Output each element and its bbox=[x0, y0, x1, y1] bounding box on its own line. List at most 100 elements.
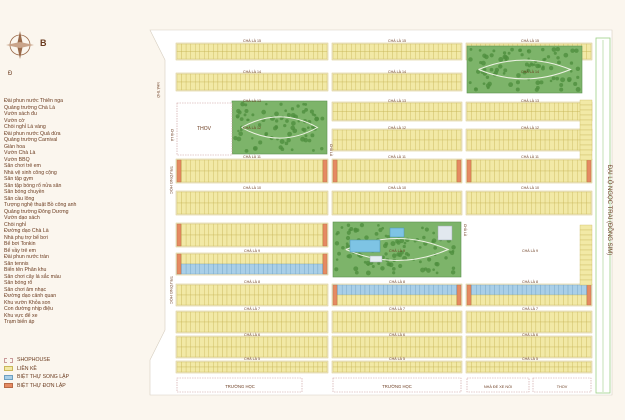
lot bbox=[429, 112, 434, 121]
lot bbox=[313, 82, 318, 90]
lot bbox=[411, 112, 416, 121]
lot bbox=[411, 130, 416, 140]
lot bbox=[495, 285, 500, 295]
lot bbox=[309, 347, 314, 357]
lot bbox=[213, 347, 218, 357]
tree bbox=[435, 262, 440, 267]
lot bbox=[191, 44, 196, 52]
lot bbox=[545, 103, 550, 112]
lot bbox=[241, 160, 246, 171]
lot bbox=[472, 322, 477, 332]
lot bbox=[309, 337, 314, 347]
lot bbox=[370, 140, 375, 150]
street-label: CHÀ LÀ 15 bbox=[388, 39, 406, 43]
lot bbox=[522, 103, 527, 112]
lot bbox=[365, 192, 370, 203]
lot bbox=[411, 295, 416, 305]
lot bbox=[304, 171, 309, 182]
lot bbox=[313, 312, 318, 322]
lot bbox=[545, 322, 550, 332]
lot bbox=[374, 82, 379, 90]
lot bbox=[476, 367, 481, 372]
lot bbox=[370, 322, 375, 332]
main-avenue-label: ĐẠI LỘ NGỌC TRAI (ĐỒNG SIM) bbox=[606, 165, 613, 256]
lot bbox=[550, 285, 555, 295]
lot bbox=[568, 295, 573, 305]
lot bbox=[388, 347, 393, 357]
lot bbox=[536, 367, 541, 372]
lot bbox=[531, 322, 536, 332]
lot bbox=[304, 235, 309, 246]
lot bbox=[434, 160, 439, 171]
lot bbox=[568, 130, 573, 140]
lot bbox=[222, 160, 227, 171]
lot bbox=[259, 337, 264, 347]
lot bbox=[342, 44, 347, 52]
legend-key-row: SHOPHOUSE bbox=[4, 356, 69, 365]
lot bbox=[456, 82, 461, 90]
lot bbox=[360, 140, 365, 150]
lot bbox=[365, 337, 370, 347]
lot bbox=[347, 171, 352, 182]
lot bbox=[263, 171, 268, 182]
lot bbox=[209, 224, 214, 235]
lot bbox=[472, 140, 477, 150]
lot bbox=[522, 362, 527, 367]
lot bbox=[259, 254, 264, 264]
lot bbox=[415, 192, 420, 203]
lot bbox=[347, 130, 352, 140]
lot bbox=[195, 264, 200, 274]
lot bbox=[545, 171, 550, 182]
lot bbox=[186, 254, 191, 264]
lot bbox=[467, 203, 472, 214]
lot bbox=[351, 362, 356, 367]
lot bbox=[577, 285, 582, 295]
lot bbox=[508, 312, 513, 322]
lot bbox=[424, 82, 429, 90]
lot bbox=[195, 192, 200, 203]
lot bbox=[204, 52, 209, 60]
lot bbox=[374, 103, 379, 112]
lot bbox=[527, 362, 532, 367]
lot bbox=[263, 295, 268, 305]
lot bbox=[518, 337, 523, 347]
lot bbox=[550, 112, 555, 121]
lot bbox=[333, 44, 338, 52]
lot bbox=[182, 285, 187, 295]
lot bbox=[434, 322, 439, 332]
lot bbox=[338, 203, 343, 214]
lot bbox=[518, 285, 523, 295]
lot bbox=[434, 203, 439, 214]
lot bbox=[580, 105, 592, 110]
tree bbox=[503, 72, 506, 75]
street-label: CHÀ LÀ 11 bbox=[521, 155, 539, 159]
lot bbox=[272, 254, 277, 264]
lot bbox=[392, 140, 397, 150]
lot bbox=[415, 295, 420, 305]
lot bbox=[420, 112, 425, 121]
lot bbox=[499, 103, 504, 112]
lot bbox=[406, 52, 411, 60]
lot bbox=[209, 285, 214, 295]
lot bbox=[527, 347, 532, 357]
tree bbox=[419, 246, 422, 249]
tree bbox=[556, 47, 560, 51]
tree bbox=[341, 246, 345, 250]
thov-label: THOV bbox=[557, 385, 568, 389]
lot bbox=[388, 295, 393, 305]
lot bbox=[406, 171, 411, 182]
lot bbox=[356, 322, 361, 332]
lot bbox=[374, 192, 379, 203]
lot bbox=[402, 140, 407, 150]
lot bbox=[186, 295, 191, 305]
lot bbox=[383, 103, 388, 112]
lot bbox=[322, 312, 327, 322]
lot bbox=[508, 130, 513, 140]
lot bbox=[443, 103, 448, 112]
lot bbox=[286, 171, 291, 182]
lot bbox=[580, 125, 592, 130]
lot bbox=[577, 295, 582, 305]
lot bbox=[222, 367, 227, 372]
lot bbox=[402, 103, 407, 112]
lot bbox=[286, 82, 291, 90]
